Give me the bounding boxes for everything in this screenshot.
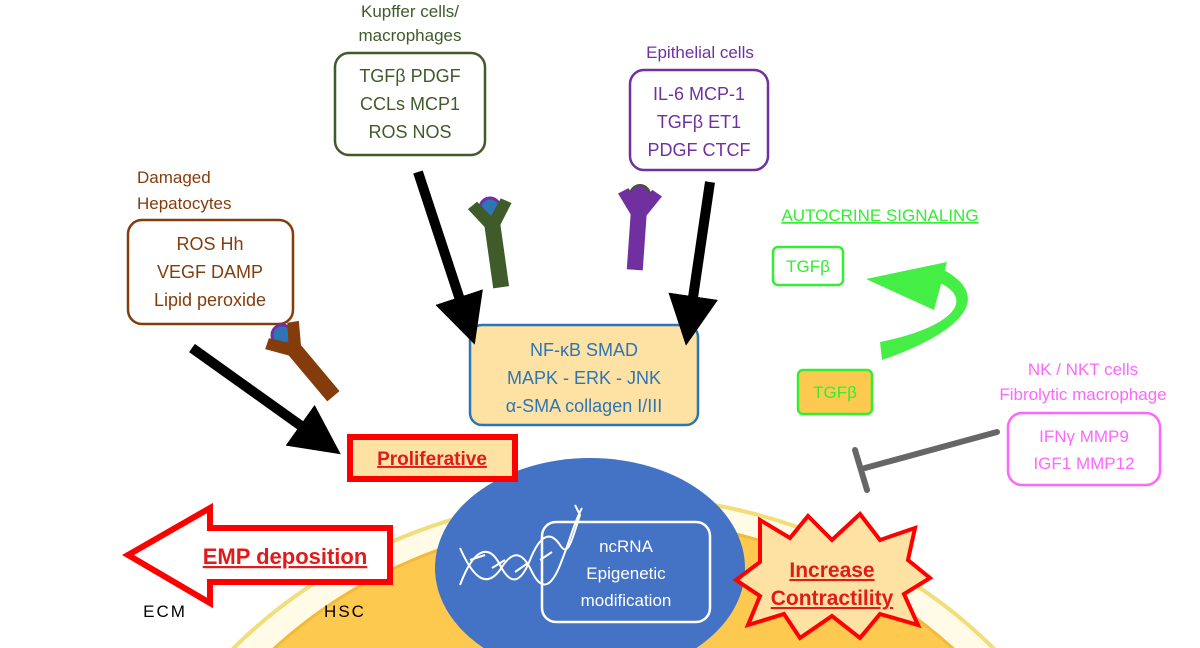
nk-title: NK / NKT cells Fibrolytic macrophage [999,360,1166,404]
epithelial-box [628,68,770,172]
epithelial-line-2: TGFβ ET1 [657,112,741,132]
proliferative-box [347,434,518,482]
ecm-label: ECM [143,602,187,621]
epithelial-line-3: PDGF CTCF [648,140,751,160]
kupffer-line-2: CCLs MCP1 [360,94,460,114]
nk-inhibition-icon [852,429,1000,493]
emp-deposition-arrow [122,502,393,609]
nk-line-2: IGF1 MMP12 [1033,454,1134,473]
proliferative-label: Proliferative [377,449,487,470]
svg-text:NK / NKT cells: NK / NKT cells [1028,360,1138,379]
autocrine-title: AUTOCRINE SIGNALING [781,206,978,225]
hepatocytes-line-3: Lipid peroxide [154,290,266,310]
contractility-line-2: Contractility [771,587,894,610]
nucleus [435,458,745,648]
arrow-epithelial-to-pathway [668,181,718,346]
nucleus-box [540,520,712,624]
contractility-line-1: Increase [789,559,874,582]
svg-text:Kupffer cells/: Kupffer cells/ [361,2,459,21]
emp-deposition-label: EMP deposition [203,544,368,569]
tgfb-inner-box [796,368,874,416]
svg-text:Fibrolytic macrophage: Fibrolytic macrophage [999,385,1166,404]
hepatocytes-title: Damaged Hepatocytes [137,168,232,213]
receptor-hepatocyte-icon [265,320,340,402]
dna-helix-icon [459,504,583,586]
epithelial-title: Epithelial cells [646,43,754,62]
tgfb-outer-label: TGFβ [786,257,830,276]
epithelial-line-1: IL-6 MCP-1 [653,84,745,104]
kupffer-title: Kupffer cells/ macrophages [358,2,461,45]
nucleus-line-3: modification [581,591,672,610]
hsc-label: HSC [324,602,366,621]
kupffer-line-1: TGFβ PDGF [359,66,460,86]
hepatocytes-line-2: VEGF DAMP [157,262,263,282]
nk-box [1006,411,1162,487]
tgfb-outer-box [771,245,845,287]
nk-line-1: IFNγ MMP9 [1039,427,1129,446]
tgfb-inner-label: TGFβ [813,383,857,402]
pathway-box [468,323,700,427]
receptor-epithelial-icon [618,184,662,271]
nucleus-line-2: Epigenetic [586,564,666,583]
pathway-line-2: MAPK - ERK - JNK [507,368,661,388]
svg-text:Damaged: Damaged [137,168,211,187]
hepatocytes-line-1: ROS Hh [176,234,243,254]
pathway-line-1: NF-κB SMAD [530,340,638,360]
pathway-line-3: α-SMA collagen I/III [506,396,662,416]
hepatocytes-box [126,218,295,326]
nucleus-line-1: ncRNA [599,537,654,556]
contractility-burst [732,511,934,641]
kupffer-line-3: ROS NOS [368,122,451,142]
kupffer-box [333,51,487,157]
svg-text:macrophages: macrophages [358,26,461,45]
receptor-kupffer-icon [467,196,512,289]
autocrine-loop-arrow [866,262,968,360]
svg-text:Hepatocytes: Hepatocytes [137,194,232,213]
arrow-kupffer-to-pathway [413,170,483,345]
arrow-hepatocytes-to-cell [189,343,341,455]
